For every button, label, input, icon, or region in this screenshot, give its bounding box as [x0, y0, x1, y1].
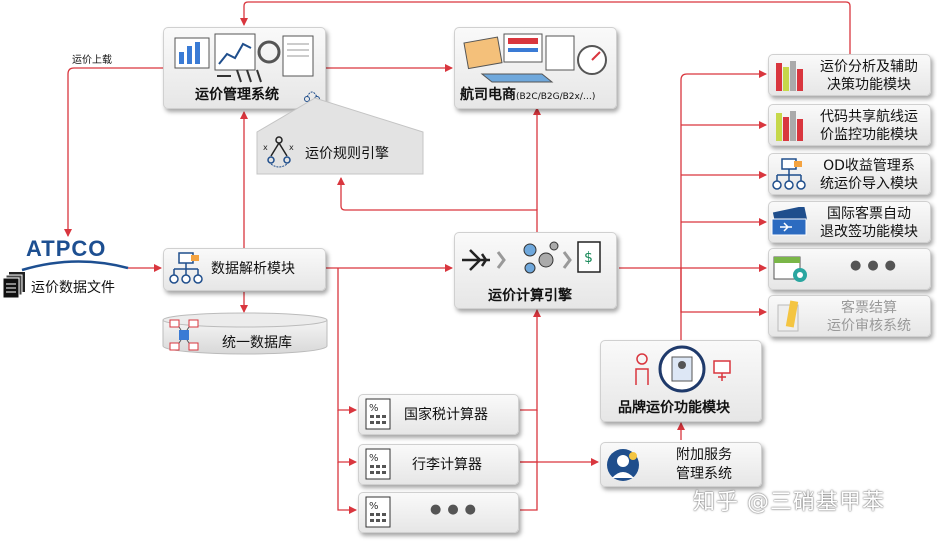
- more-modules-box[interactable]: ●●●: [768, 248, 931, 290]
- ancillary-services-label: 附加服务 管理系统: [652, 446, 756, 484]
- ticket-settlement-audit-label: 客票结算 运价审核系统: [808, 299, 930, 335]
- codeshare-monitor-module-label: 代码共享航线运 价监控功能模块: [808, 108, 930, 144]
- fare-management-system-box[interactable]: 运价管理系统: [163, 27, 326, 109]
- svg-text:$: $: [584, 250, 593, 266]
- fare-rules-engine-label: 运价规则引擎: [305, 146, 389, 162]
- dashboard-charts-icon: [174, 33, 314, 83]
- network-hierarchy-icon: [169, 252, 203, 284]
- ecommerce-devices-icon: [463, 33, 607, 83]
- brand-fare-module-box[interactable]: 品牌运价功能模块: [600, 340, 762, 422]
- airline-ecommerce-box[interactable]: 航司电商(B2C/B2G/B2x/…): [454, 27, 617, 109]
- service-agent-icon: [607, 449, 639, 481]
- calculator-icon: %: [365, 398, 391, 430]
- fare-upload-label: 运价上载: [72, 55, 112, 66]
- brand-fare-module-label: 品牌运价功能模块: [618, 400, 730, 416]
- more-modules-ellipsis: ●●●: [850, 258, 903, 273]
- unified-database-shape: [162, 312, 328, 355]
- ancillary-services-line2: 管理系统: [676, 466, 732, 482]
- fare-calculation-engine-label: 运价计算引擎: [488, 288, 572, 304]
- ticket-refund-module-label: 国际客票自动 退改签功能模块: [808, 205, 930, 241]
- ancillary-services-box[interactable]: 附加服务 管理系统: [600, 442, 762, 487]
- atpco-logo: ATPCO: [26, 236, 107, 261]
- module-line1: 客票结算: [841, 300, 897, 316]
- tickets-icon: [771, 207, 808, 236]
- ancillary-services-line1: 附加服务: [676, 447, 732, 463]
- fare-calculation-engine-box[interactable]: $ 运价计算引擎: [454, 232, 617, 309]
- books-icon: [776, 111, 803, 141]
- tax-calculator-box[interactable]: % 国家税计算器: [358, 394, 519, 435]
- module-line2: 决策功能模块: [827, 77, 911, 93]
- module-line2: 退改签功能模块: [820, 224, 918, 240]
- ticket-settlement-audit-box[interactable]: 客票结算 运价审核系统: [768, 295, 931, 337]
- airline-ecommerce-title: 航司电商: [460, 87, 516, 103]
- data-parse-module-label: 数据解析模块: [211, 261, 295, 277]
- fare-management-system-label: 运价管理系统: [195, 87, 279, 103]
- airline-ecommerce-label: 航司电商(B2C/B2G/B2x/…): [460, 87, 595, 105]
- database-network-icon: [169, 319, 199, 351]
- unified-database-label: 统一数据库: [222, 335, 292, 351]
- od-revenue-import-module-label: OD收益管理系 统运价导入模块: [808, 157, 930, 193]
- module-line2: 统运价导入模块: [820, 176, 918, 192]
- network-hierarchy-icon: [772, 158, 806, 190]
- baggage-calculator-box[interactable]: % 行李计算器: [358, 444, 519, 485]
- module-line1: 国际客票自动: [827, 206, 911, 222]
- svg-text:%: %: [369, 453, 379, 464]
- module-line2: 运价审核系统: [827, 318, 911, 334]
- calculator-icon: %: [365, 496, 391, 528]
- module-line2: 价监控功能模块: [820, 127, 918, 143]
- baggage-calculator-label: 行李计算器: [412, 457, 482, 473]
- data-parse-module-box[interactable]: 数据解析模块: [163, 248, 326, 291]
- atpco-swoosh-icon: [21, 260, 129, 272]
- fare-analysis-module-box[interactable]: 运价分析及辅助 决策功能模块: [768, 54, 931, 96]
- svg-text:%: %: [369, 501, 379, 512]
- brand-people-icon: [635, 345, 731, 393]
- calculator-icon: %: [365, 448, 391, 480]
- codeshare-monitor-module-box[interactable]: 代码共享航线运 价监控功能模块: [768, 104, 931, 146]
- document-pencil-icon: [777, 300, 799, 332]
- zhihu-watermark: 知乎 @三硝基甲苯: [693, 490, 885, 515]
- file-stack-icon: [3, 272, 25, 299]
- module-line1: 运价分析及辅助: [820, 59, 918, 75]
- ticket-refund-module-box[interactable]: 国际客票自动 退改签功能模块: [768, 201, 931, 243]
- plane-gears-receipt-icon: $: [462, 241, 601, 274]
- module-line1: OD收益管理系: [823, 158, 915, 174]
- module-line1: 代码共享航线运: [820, 109, 918, 125]
- books-icon: [776, 61, 803, 91]
- more-calculators-box[interactable]: % ●●●: [358, 492, 519, 533]
- svg-text:x: x: [263, 143, 268, 152]
- calendar-gear-icon: [773, 256, 807, 282]
- fare-analysis-module-label: 运价分析及辅助 决策功能模块: [808, 58, 930, 94]
- tax-calculator-label: 国家税计算器: [404, 407, 488, 423]
- atpco-data-file-label: 运价数据文件: [31, 280, 115, 296]
- rules-engine-callout-shape: [256, 97, 424, 175]
- svg-text:%: %: [369, 403, 379, 414]
- svg-text:x: x: [289, 143, 294, 152]
- more-calculators-ellipsis: ●●●: [430, 502, 483, 517]
- od-revenue-import-module-box[interactable]: OD收益管理系 统运价导入模块: [768, 153, 931, 195]
- airline-ecommerce-subtitle: (B2C/B2G/B2x/…): [516, 92, 596, 102]
